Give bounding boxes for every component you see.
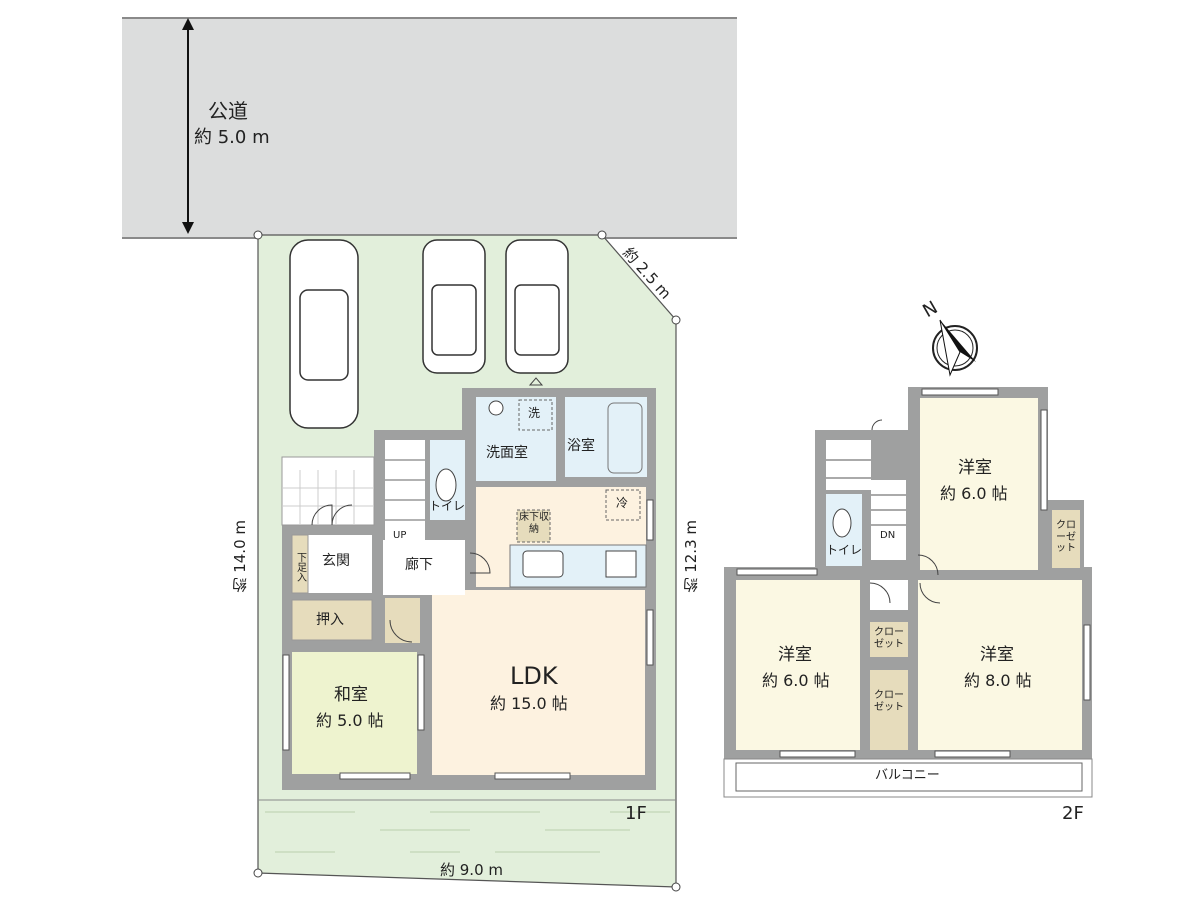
western-room3-name: 洋室 [980, 645, 1014, 665]
hall-label: 廊下 [405, 557, 433, 573]
ldk-name: LDK [510, 662, 558, 690]
western-room1-size: 約 6.0 帖 [940, 484, 1008, 503]
road-width: 約 5.0 m [194, 127, 270, 148]
floor1-label: 1F [625, 803, 647, 824]
toilet-2f-label: トイレ [826, 543, 863, 557]
fridge-label: 冷 [616, 496, 629, 510]
western-room3-size: 約 8.0 帖 [964, 671, 1032, 690]
western-room1-name: 洋室 [958, 458, 992, 478]
closet1-label: クローゼット [1056, 520, 1076, 554]
balcony-label: バルコニー [875, 768, 940, 783]
closet3-label: クローゼット [874, 690, 904, 713]
washitsu-size: 約 5.0 帖 [316, 711, 384, 730]
floor2-label: 2F [1062, 803, 1084, 824]
stairs-down-label: DN [880, 530, 896, 541]
washer-label: 洗 [528, 406, 541, 420]
stairs-up-label: UP [393, 530, 407, 541]
genkan-label: 玄関 [322, 553, 350, 569]
washitsu-name: 和室 [334, 685, 368, 705]
oshiire-label: 押入 [316, 612, 344, 628]
shoebox-label: 下足入 [294, 552, 306, 582]
public-road [122, 17, 737, 239]
western-room2-size: 約 6.0 帖 [762, 671, 830, 690]
ldk-size: 約 15.0 帖 [490, 694, 568, 713]
closet2-label: クローゼット [874, 627, 904, 650]
senmen-room-label: 洗面室 [486, 445, 528, 461]
bottom-dimension: 約 9.0 m [440, 861, 504, 879]
western-room2-name: 洋室 [778, 645, 812, 665]
bath-room-label: 浴室 [567, 438, 595, 454]
toilet-1f-label: トイレ [429, 499, 466, 513]
road-label: 公道 [208, 99, 248, 123]
underfloor-storage-label: 床下収納 [519, 512, 549, 535]
